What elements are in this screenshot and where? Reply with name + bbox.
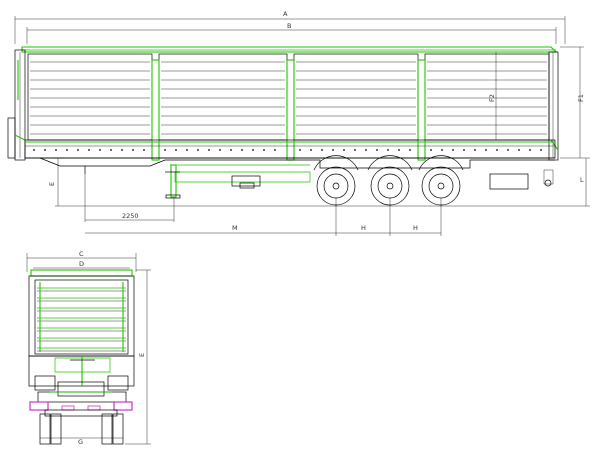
support-leg — [165, 164, 181, 199]
dim-e-rear-label: E — [138, 353, 146, 357]
wheel — [313, 155, 359, 206]
side-view: A B — [7, 10, 590, 236]
dim-a-label: A — [283, 10, 288, 18]
rear-view: C D — [26, 250, 151, 446]
side-posts — [151, 59, 426, 161]
side-panel — [424, 53, 550, 141]
rear-lights — [29, 401, 133, 411]
dim-m-label: M — [232, 224, 238, 232]
dim-h2-label: H — [413, 224, 418, 232]
rear-slats — [37, 287, 126, 352]
dim-f1-label: F1 — [577, 94, 585, 102]
rear-top-rail — [30, 269, 133, 277]
side-panel — [158, 53, 288, 141]
side-panel — [293, 53, 419, 141]
top-dimension-lines — [14, 16, 566, 44]
dim-c-label: C — [79, 250, 84, 258]
bottom-dimension-lines — [52, 46, 590, 236]
dim-b-label: B — [287, 22, 291, 30]
dim-l-label: L — [580, 176, 584, 184]
dim-2250-label: 2250 — [122, 212, 139, 220]
side-panels — [27, 53, 550, 151]
rear-wall — [548, 51, 559, 161]
side-panel — [27, 53, 153, 141]
wheel — [418, 155, 464, 206]
wheels — [313, 155, 464, 206]
chassis-frame — [24, 139, 556, 190]
dim-g-label: G — [78, 438, 83, 446]
dim-h1-label: H — [361, 224, 366, 232]
dim-e-side-label: E — [48, 182, 56, 186]
dim-d-label: D — [79, 260, 84, 268]
front-wall — [7, 49, 26, 161]
rear-under-structure — [28, 355, 135, 403]
dim-f2-label: F2 — [488, 94, 496, 102]
top-rail — [21, 46, 558, 53]
rear-bumper — [44, 409, 118, 417]
wheel — [367, 155, 413, 206]
rear-wheels — [39, 413, 124, 445]
